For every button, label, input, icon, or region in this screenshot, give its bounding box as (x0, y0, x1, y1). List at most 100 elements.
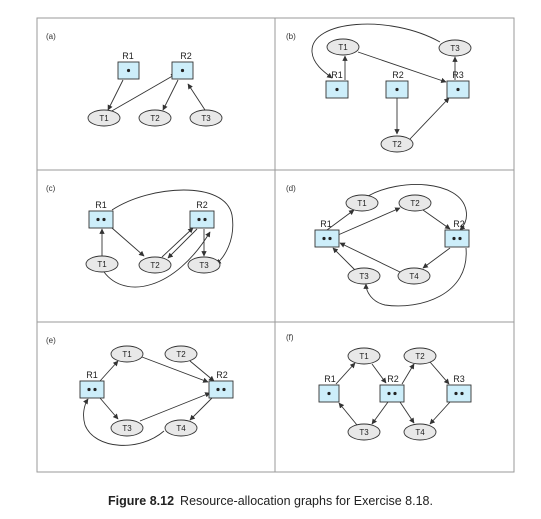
thread-b-t3-label: T3 (450, 44, 460, 53)
edge-d-r1-t1 (326, 209, 355, 231)
thread-f-t3 (347, 423, 381, 441)
instance-dot (335, 87, 339, 92)
edge-c-r1-r2-arc (111, 189, 234, 265)
resource-f-r3-label: R3 (453, 374, 465, 384)
thread-f-t2 (403, 347, 437, 365)
thread-f-t3-label: T3 (359, 428, 369, 437)
edge-f-r1-t1 (335, 362, 356, 385)
edge-e-t1-r2 (141, 356, 209, 383)
thread-e-t2-label: T2 (176, 350, 186, 359)
instance-dot (387, 391, 391, 396)
thread-d-t1-label: T1 (357, 199, 367, 208)
instance-dot (222, 387, 226, 392)
instance-dot (216, 387, 220, 392)
resource-c-r2-label: R2 (196, 200, 208, 210)
edge-a-r1-t1 (107, 79, 124, 111)
thread-c-t3-label: T3 (199, 261, 209, 270)
resource-b-r2-label: R2 (392, 70, 404, 80)
instance-dot (96, 217, 100, 222)
figure-caption-label: Figure 8.12 (108, 494, 175, 508)
panel-a-label: (a) (46, 32, 56, 41)
thread-a-t2-label: T2 (150, 114, 160, 123)
resource-e-r1 (79, 380, 105, 399)
instance-dot (452, 236, 456, 241)
edge-c-t1-r2-arc (103, 231, 211, 288)
edge-e-r1-t3 (99, 397, 119, 420)
panel-a: (a) R1 R2 T1 T2 T3 (46, 32, 223, 127)
instance-dot (454, 391, 458, 396)
resource-d-r2 (444, 229, 470, 248)
edge-e-r1-t1 (99, 360, 119, 382)
thread-d-t1 (345, 194, 379, 212)
resource-f-r3 (446, 384, 472, 403)
edge-e-t3-r2 (139, 392, 211, 422)
resource-f-r2 (379, 384, 405, 403)
edge-f-r2-t3 (371, 401, 389, 425)
instance-dot (203, 217, 207, 222)
edge-d-t1-r2-arc (367, 184, 467, 231)
thread-a-t1-label: T1 (99, 114, 109, 123)
edge-e-r2-t4 (189, 397, 213, 421)
thread-b-t2-label: T2 (392, 140, 402, 149)
thread-e-t3-label: T3 (122, 424, 132, 433)
edge-e-t4-r1-arc (83, 398, 165, 446)
panel-c-label: (c) (46, 184, 56, 193)
edge-c-r2-t2 (167, 228, 198, 259)
edge-c-r1-t2 (111, 227, 145, 257)
edge-f-t3-r1 (338, 402, 358, 426)
edge-c-t2-r2 (161, 227, 194, 258)
edge-b-t2-r3 (409, 97, 450, 140)
thread-e-t2 (164, 345, 198, 363)
instance-dot (456, 87, 460, 92)
instance-dot (460, 391, 464, 396)
edge-d-r1-t2 (337, 207, 401, 236)
panel-e: (e) R1 R2 T1 T2 T3 T4 (46, 336, 234, 446)
thread-f-t4 (403, 423, 437, 441)
resource-a-r1-label: R1 (122, 51, 134, 61)
edge-d-t2-r2 (422, 209, 451, 230)
edge-f-t1-r2 (371, 363, 387, 384)
edge-f-r2-t2 (401, 363, 415, 385)
thread-d-t4 (397, 267, 431, 285)
thread-c-t2 (138, 256, 172, 274)
resource-c-r2 (189, 210, 215, 229)
thread-b-t2 (380, 135, 414, 153)
edge-f-r3-t4 (429, 401, 451, 425)
thread-f-t1-label: T1 (359, 352, 369, 361)
edge-d-r2-t4 (422, 247, 451, 269)
instance-dot (180, 68, 185, 73)
edge-d-t3-r1 (332, 247, 356, 271)
instance-dot (126, 68, 131, 73)
edge-a-r2-t2 (162, 79, 179, 111)
thread-d-t2-label: T2 (410, 199, 420, 208)
thread-b-t1 (326, 38, 360, 56)
figure-caption: Figure 8.12 Resource-allocation graphs fo… (0, 494, 541, 508)
thread-a-t3 (189, 109, 223, 127)
resource-e-r1-label: R1 (86, 370, 98, 380)
thread-e-t3 (110, 419, 144, 437)
panel-c: (c) R1 R2 T1 T2 T3 (46, 184, 234, 288)
figure-caption-text: Resource-allocation graphs for Exercise … (180, 494, 433, 508)
edge-a-t1-r2 (109, 73, 177, 113)
thread-e-t1 (110, 345, 144, 363)
thread-c-t2-label: T2 (150, 261, 160, 270)
instance-dot (93, 387, 97, 392)
thread-b-t1-label: T1 (338, 43, 348, 52)
resource-b-r1-label: R1 (331, 70, 343, 80)
instance-dot (327, 391, 331, 396)
thread-d-t2 (398, 194, 432, 212)
thread-e-t4-label: T4 (176, 424, 186, 433)
instance-dot (328, 236, 332, 241)
panel-d: (d) R1 R2 T1 T2 T3 T4 (286, 184, 470, 307)
thread-d-t3 (347, 267, 381, 285)
edge-b-t1-r3 (357, 51, 447, 83)
resource-b-r3-label: R3 (452, 70, 464, 80)
thread-a-t2 (138, 109, 172, 127)
panel-b: (b) R1 R2 R3 T1 T3 T2 (286, 23, 472, 153)
instance-dot (322, 236, 326, 241)
thread-a-t1 (87, 109, 121, 127)
panel-b-label: (b) (286, 32, 296, 41)
edge-f-r2-t4 (399, 401, 415, 424)
thread-f-t2-label: T2 (415, 352, 425, 361)
